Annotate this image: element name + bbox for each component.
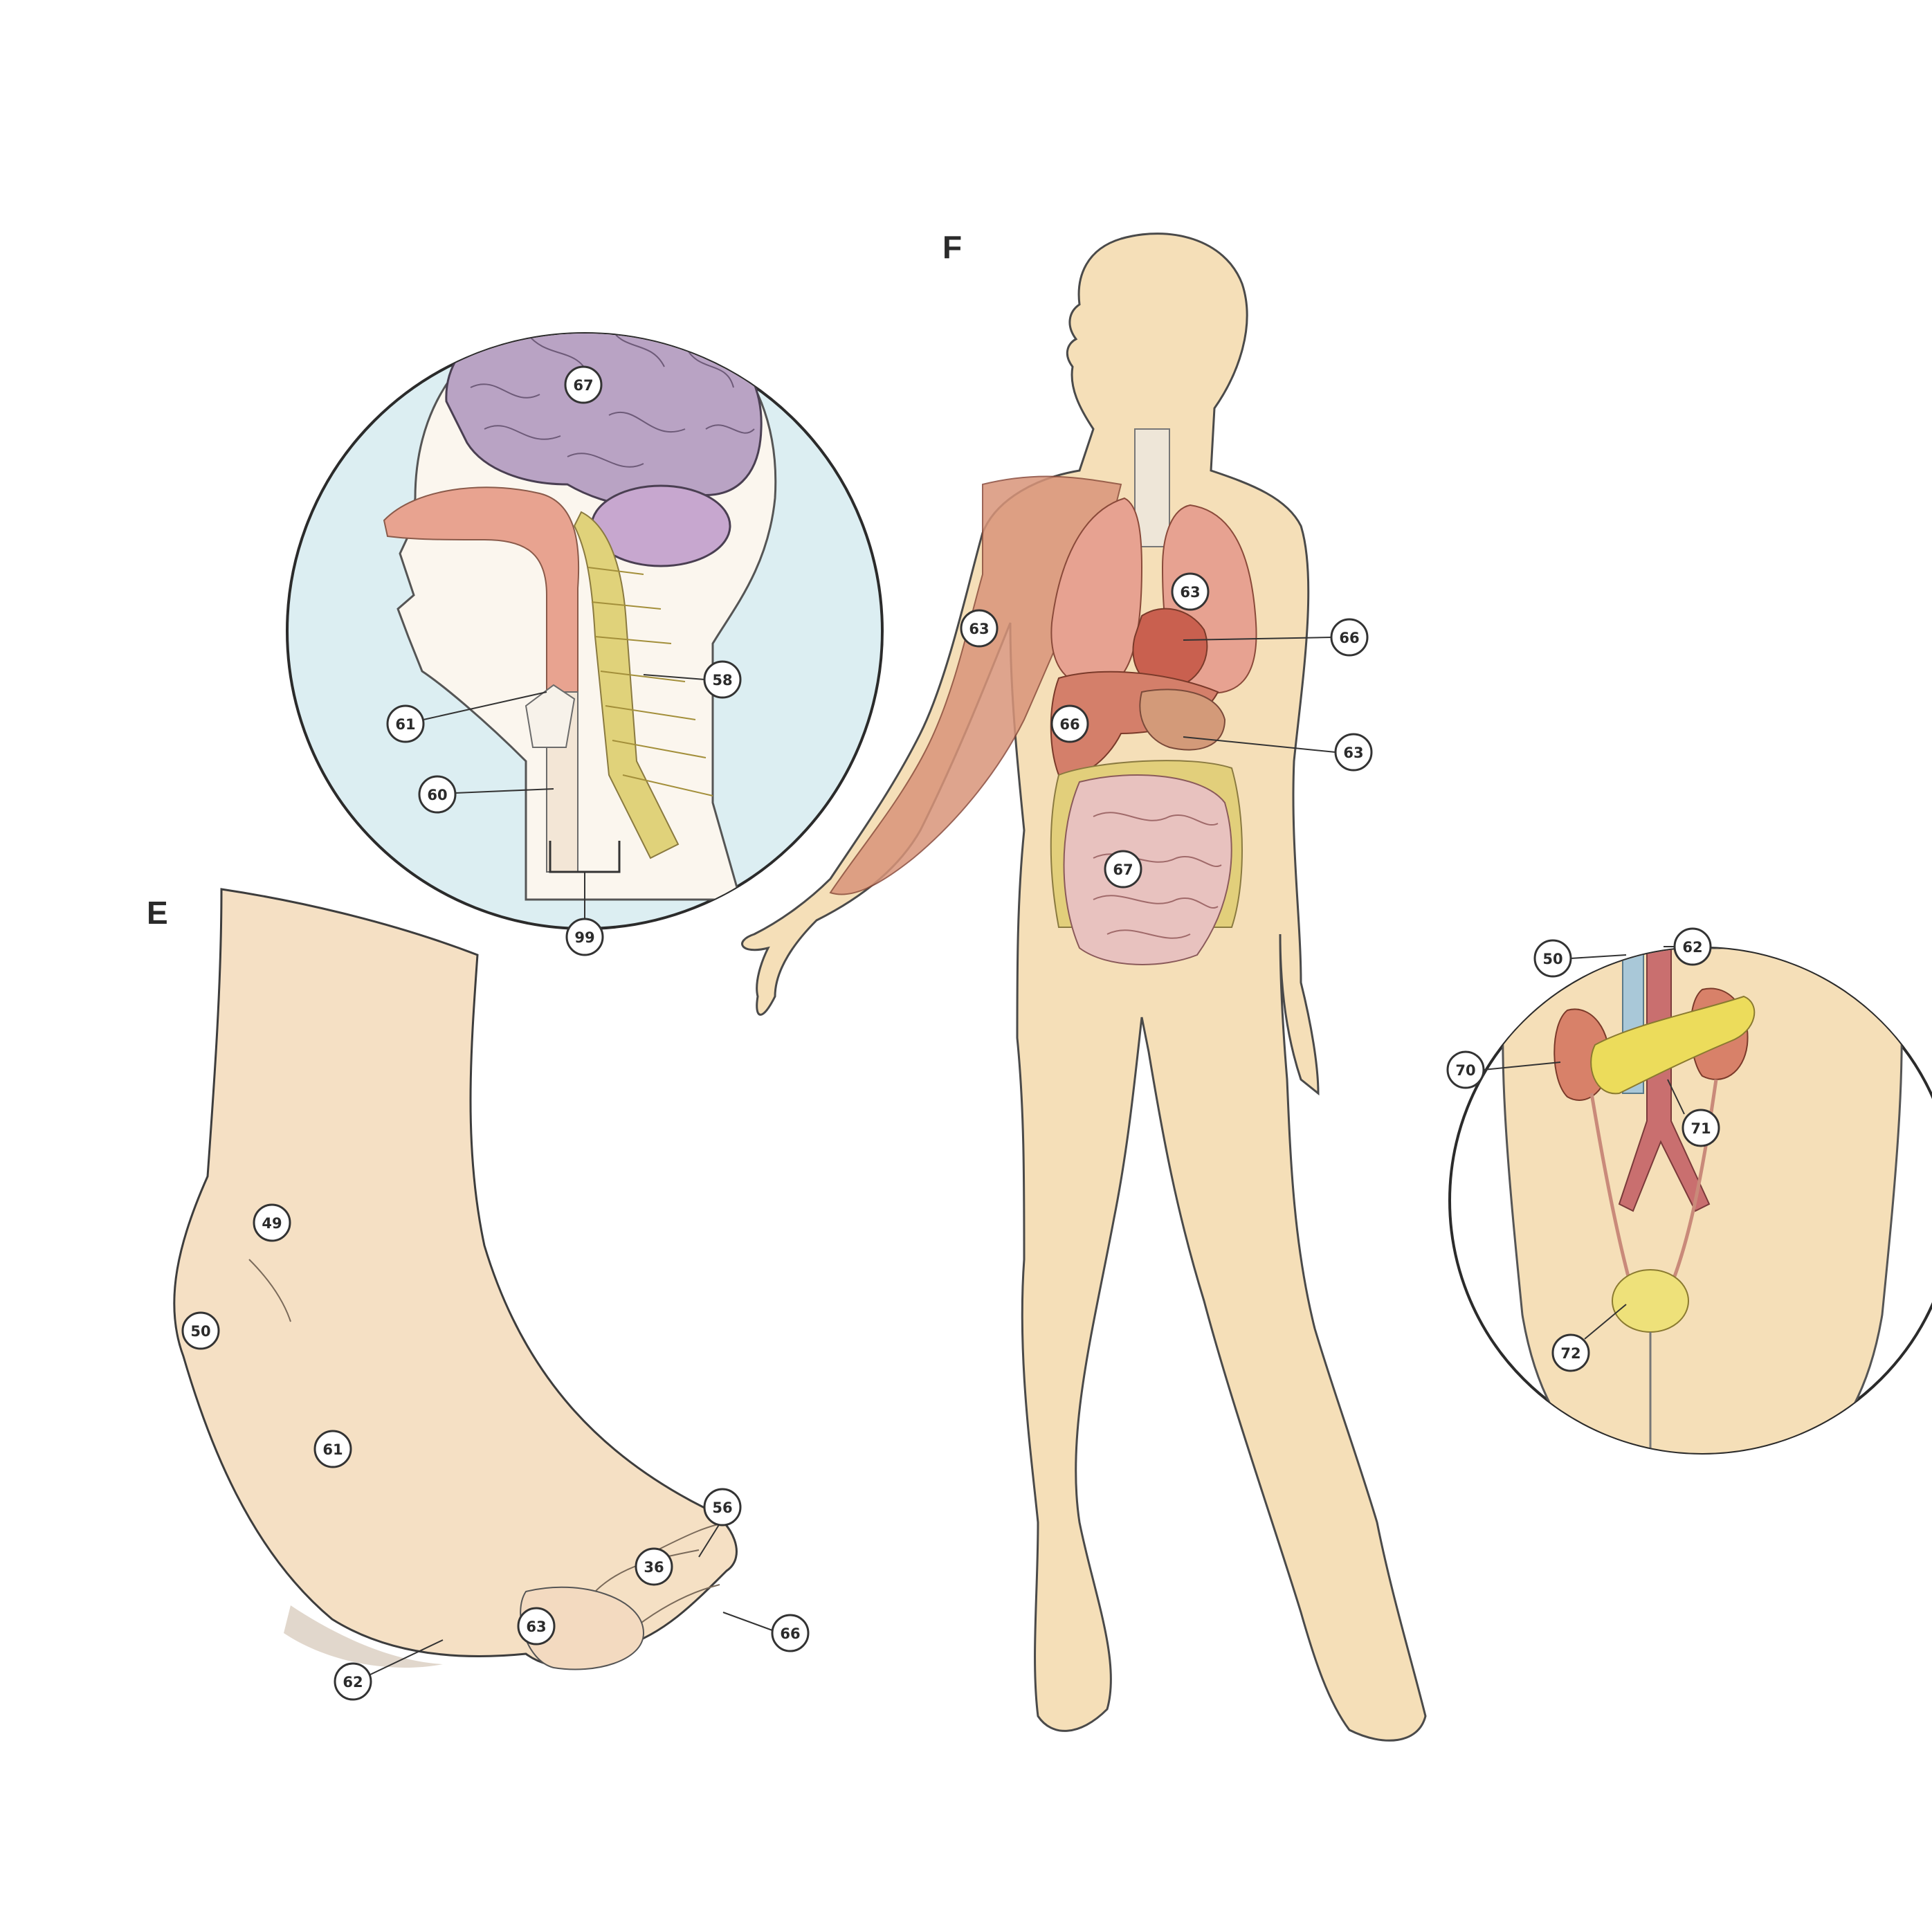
section-letter-f: F bbox=[942, 229, 963, 265]
callout-head-spinal-cord: 58 bbox=[643, 660, 742, 699]
brain-shape bbox=[445, 334, 763, 509]
body-silhouette bbox=[741, 233, 1427, 1742]
vertebrae-lines bbox=[587, 567, 713, 796]
stomach-shape bbox=[1139, 689, 1226, 751]
callout-label: 99 bbox=[574, 929, 594, 946]
callout-foot-ball: 62 bbox=[334, 1639, 444, 1701]
callout-label: 70 bbox=[1455, 1062, 1475, 1079]
callout-label: 36 bbox=[644, 1559, 664, 1576]
callout-abdomen-vena-cava: 50 bbox=[1533, 939, 1627, 978]
callout-body-liver: 66 bbox=[1050, 704, 1089, 743]
spinal-column-shape bbox=[573, 511, 680, 859]
section-letter-e: E bbox=[147, 895, 168, 931]
callout-label: 66 bbox=[1339, 630, 1359, 646]
callout-body-arm-muscle: 63 bbox=[960, 609, 999, 648]
callout-body-lung: 63 bbox=[1171, 572, 1210, 611]
abdomen-inset bbox=[1448, 947, 1932, 1455]
callout-label: 66 bbox=[780, 1625, 800, 1642]
larynx-shape bbox=[525, 684, 576, 748]
callout-abdomen-pancreas: 71 bbox=[1667, 1079, 1720, 1147]
callout-foot-toe-mid: 36 bbox=[635, 1547, 673, 1586]
heart-shape bbox=[1132, 608, 1208, 690]
callout-label: 50 bbox=[190, 1323, 210, 1340]
callout-label: 62 bbox=[343, 1674, 363, 1690]
callout-head-pharynx: 61 bbox=[386, 691, 547, 743]
callout-label: 61 bbox=[322, 1441, 343, 1458]
callout-abdomen-aorta: 62 bbox=[1664, 927, 1712, 966]
callout-body-intestines: 67 bbox=[1104, 850, 1142, 888]
callout-label: 63 bbox=[1180, 584, 1200, 601]
callout-label: 63 bbox=[969, 621, 989, 637]
callout-foot-toe-top: 56 bbox=[698, 1488, 742, 1558]
callout-label: 50 bbox=[1542, 951, 1562, 967]
callout-head-brain: 67 bbox=[564, 365, 603, 404]
callout-label: 56 bbox=[712, 1500, 732, 1516]
callout-label: 72 bbox=[1560, 1345, 1580, 1362]
callout-foot-big-toe: 63 bbox=[517, 1607, 556, 1646]
callout-label: 63 bbox=[1343, 745, 1363, 761]
callout-foot-toe-nail: 66 bbox=[722, 1612, 810, 1652]
pancreas-shape bbox=[1590, 995, 1756, 1095]
intestine-coils bbox=[1093, 812, 1222, 939]
callout-label: 67 bbox=[573, 377, 593, 394]
callout-label: 63 bbox=[526, 1619, 546, 1635]
foot-illustration bbox=[173, 888, 738, 1670]
callout-foot-ankle: 49 bbox=[253, 1203, 291, 1242]
callout-head-trachea: 99 bbox=[565, 872, 604, 956]
callout-body-heart: 66 bbox=[1183, 618, 1369, 657]
callout-label: 49 bbox=[262, 1215, 282, 1232]
intestines-shape bbox=[1063, 774, 1232, 965]
callout-label: 58 bbox=[712, 672, 732, 689]
callout-foot-sole: 61 bbox=[313, 1430, 352, 1468]
head-neck-inset bbox=[286, 332, 884, 930]
neck-trachea-shape bbox=[1134, 428, 1170, 547]
callout-foot-heel: 50 bbox=[181, 1311, 220, 1350]
callout-label: 71 bbox=[1690, 1120, 1711, 1137]
callout-label: 62 bbox=[1682, 939, 1702, 956]
callout-label: 67 bbox=[1113, 862, 1133, 878]
callout-body-stomach: 63 bbox=[1183, 733, 1373, 772]
callout-abdomen-kidney: 70 bbox=[1446, 1050, 1561, 1089]
brain-folds bbox=[470, 334, 755, 468]
callout-label: 66 bbox=[1059, 716, 1079, 733]
callout-label: 61 bbox=[395, 716, 415, 733]
callout-abdomen-bladder: 72 bbox=[1551, 1304, 1627, 1372]
body-illustration bbox=[741, 233, 1427, 1742]
foot-shadow bbox=[284, 1605, 443, 1668]
bladder-shape bbox=[1612, 1269, 1689, 1333]
callout-label: 60 bbox=[427, 787, 447, 803]
callout-head-larynx: 60 bbox=[418, 775, 554, 814]
